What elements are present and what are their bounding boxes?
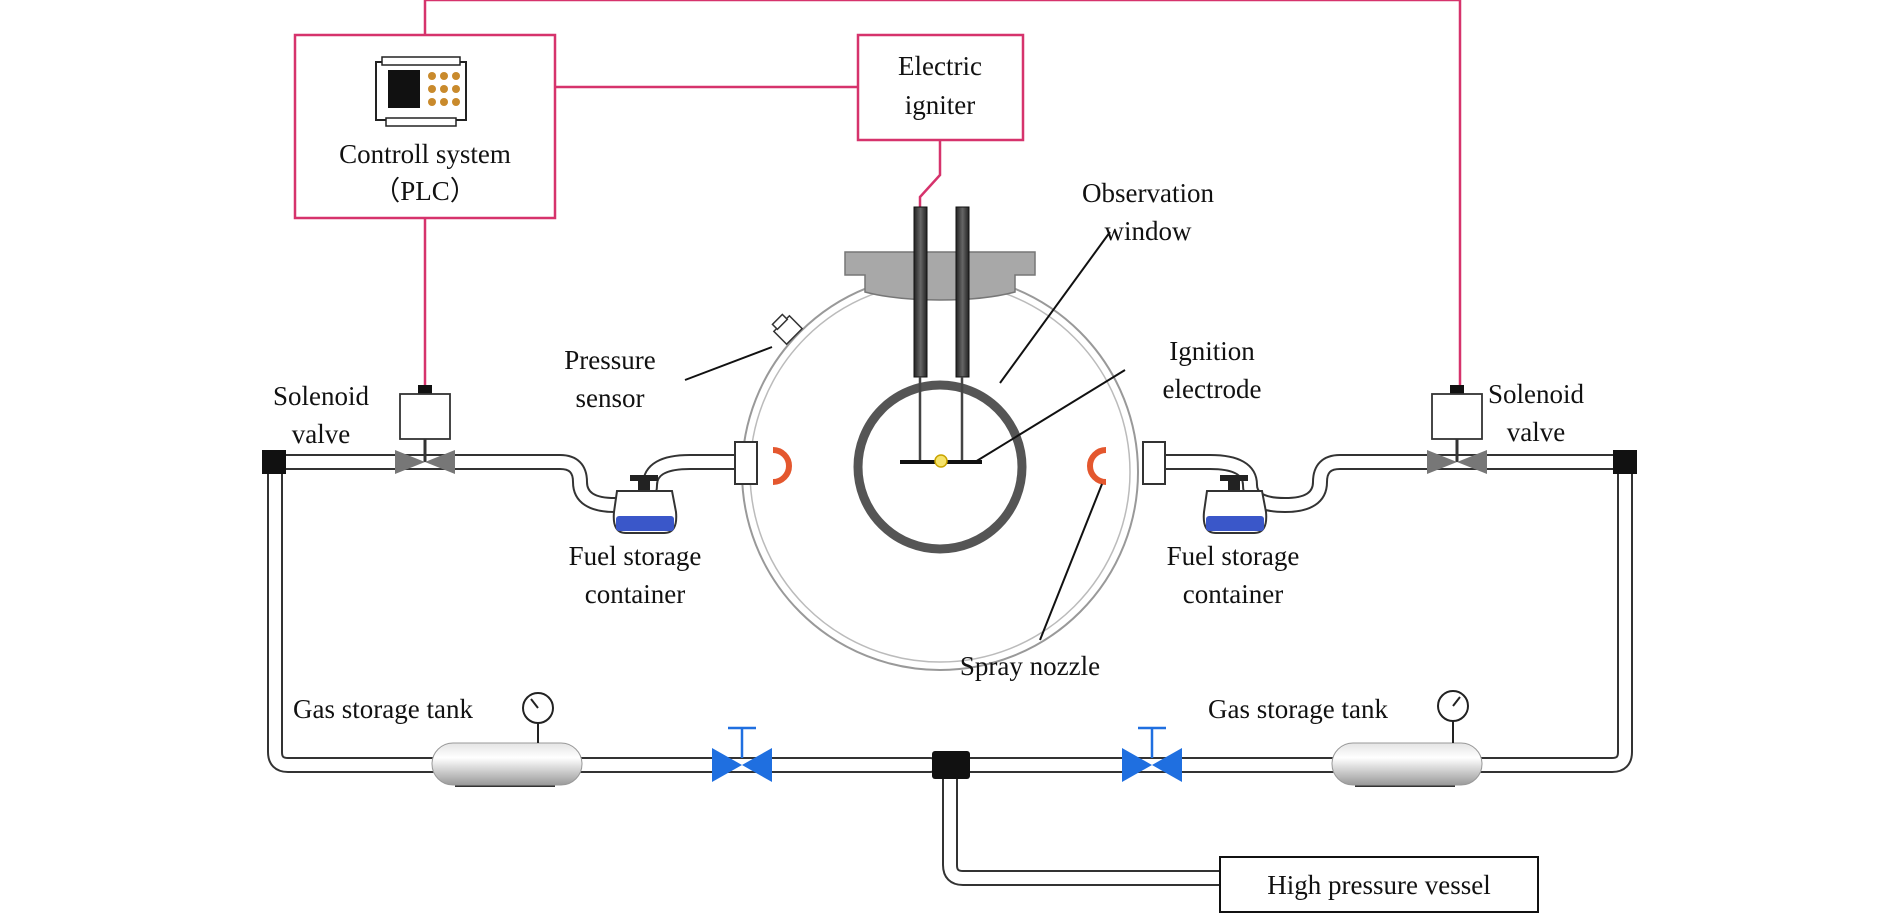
control-system-label: Controll system [339, 139, 511, 169]
spray-nozzle-label: Spray nozzle [960, 651, 1100, 681]
solenoid-valve-right [1427, 385, 1487, 474]
fuel-container-right [1202, 475, 1268, 534]
fuel-container-right-label-1: Fuel storage [1167, 541, 1300, 571]
solenoid-valve-right-label-2: valve [1507, 417, 1565, 447]
electric-igniter: Electric igniter [856, 33, 1025, 142]
nozzle-port-left [734, 441, 758, 485]
nozzle-port-right [1142, 441, 1166, 485]
signal-wiring [423, 0, 1462, 390]
fuel-container-left [612, 475, 678, 534]
fuel-container-left-label-2: container [585, 579, 685, 609]
gas-tank-right [1331, 690, 1483, 787]
pressure-sensor-label-2: sensor [576, 383, 645, 413]
fuel-container-left-label-1: Fuel storage [569, 541, 702, 571]
pressure-sensor-label-1: Pressure [564, 345, 655, 375]
observation-window-label-2: window [1105, 216, 1193, 246]
junction-block-right [1613, 450, 1637, 474]
solenoid-valve-left-label-1: Solenoid [273, 381, 370, 411]
ignition-spark [934, 454, 948, 468]
observation-window-label-1: Observation [1082, 178, 1214, 208]
gas-tank-right-label: Gas storage tank [1208, 694, 1388, 724]
pressure-sensor [771, 313, 804, 346]
ignition-electrode-label-2: electrode [1163, 374, 1262, 404]
electric-igniter-label-2: igniter [905, 90, 975, 120]
manual-valve-right [1122, 726, 1182, 782]
high-pressure-vessel-label: High pressure vessel [1267, 870, 1490, 900]
combustion-chamber [734, 206, 1166, 671]
pipe-down-to-vessel [942, 757, 1228, 886]
leader-lines [684, 231, 1126, 641]
electric-igniter-label-1: Electric [898, 51, 982, 81]
plc-module-icon [375, 56, 467, 127]
fuel-container-right-label-2: container [1183, 579, 1283, 609]
gas-tank-left [431, 692, 583, 787]
spray-nozzle-right [1087, 447, 1107, 485]
high-pressure-vessel: High pressure vessel [1219, 856, 1539, 913]
plc-label: （PLC） [373, 176, 477, 206]
signal-line-igniter-electrodes [918, 140, 942, 207]
solenoid-valve-right-label-1: Solenoid [1488, 379, 1585, 409]
solenoid-valve-left [395, 385, 455, 474]
gas-tank-left-label: Gas storage tank [293, 694, 473, 724]
ignition-electrode-label-1: Ignition [1169, 336, 1255, 366]
solenoid-valve-left-label-2: valve [292, 419, 350, 449]
spray-nozzle-left [772, 447, 792, 485]
junction-block-center [932, 751, 970, 779]
ignition-electrodes [900, 206, 982, 468]
signal-line-top [423, 0, 1462, 390]
gas-piping [267, 454, 1633, 886]
chamber-top-flange [844, 251, 1036, 301]
junction-block-left [262, 450, 286, 474]
manual-valve-left [712, 726, 772, 782]
control-system-plc: Controll system （PLC） [293, 33, 557, 220]
